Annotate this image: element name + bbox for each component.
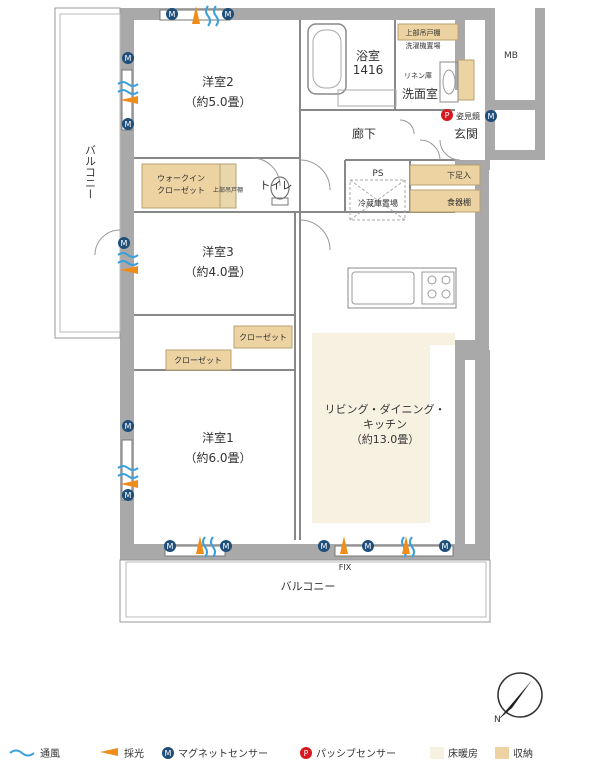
label-fix: FIX xyxy=(339,563,352,572)
room-ldk-name1: リビング・ダイニング・ xyxy=(325,402,446,416)
room-washroom: 洗面室 xyxy=(402,86,438,101)
svg-text:M: M xyxy=(125,54,132,63)
svg-text:M: M xyxy=(488,112,495,121)
svg-text:M: M xyxy=(442,542,449,551)
legend-magnet: マグネットセンサー xyxy=(178,747,268,760)
svg-text:M: M xyxy=(125,422,132,431)
svg-text:クローゼット: クローゼット xyxy=(174,355,222,365)
balcony-left-label: バルコニー xyxy=(84,145,97,200)
svg-text:下足入: 下足入 xyxy=(447,171,471,180)
label-mb: MB xyxy=(504,51,518,61)
legend-daylight: 採光 xyxy=(124,747,144,760)
svg-text:M: M xyxy=(125,491,132,500)
storage-blocks xyxy=(141,23,481,371)
svg-text:M: M xyxy=(169,10,176,19)
closet-lower xyxy=(165,349,232,371)
linen-storage xyxy=(397,23,459,41)
ventilation-marks xyxy=(117,5,415,558)
legend-storage: 収納 xyxy=(513,747,533,760)
kitchen-counter xyxy=(347,267,457,309)
doors xyxy=(94,119,461,256)
svg-text:M: M xyxy=(125,120,132,129)
bathtub xyxy=(307,23,397,107)
svg-text:クローゼット: クローゼット xyxy=(157,185,205,195)
room-bath-name: 浴室 xyxy=(356,48,380,63)
room-ldk-size: （約13.0畳） xyxy=(351,432,420,446)
balcony-bottom-label: バルコニー xyxy=(281,580,336,593)
room-western1-size: （約6.0畳） xyxy=(184,450,251,465)
svg-text:ウォークイン: ウォークイン xyxy=(157,174,205,183)
label-ps: PS xyxy=(372,169,383,179)
svg-text:N: N xyxy=(494,715,501,725)
room-labels: 洋室2 （約5.0畳） 洋室3 （約4.0畳） 洋室1 （約6.0畳） リビング… xyxy=(184,48,518,593)
legend-ventilation: 通風 xyxy=(40,748,60,760)
legend-passive: パッシブセンサー xyxy=(316,747,396,760)
fridge-space xyxy=(349,179,406,221)
room-western1-name: 洋室1 xyxy=(202,430,234,445)
svg-text:クローゼット: クローゼット xyxy=(239,332,287,342)
room-western3-name: 洋室3 xyxy=(202,244,234,259)
svg-text:リネン庫: リネン庫 xyxy=(404,71,432,80)
balcony-bottom-area xyxy=(119,559,491,623)
svg-text:姿見鏡: 姿見鏡 xyxy=(456,111,480,121)
daylight-marks xyxy=(120,6,410,554)
room-toilet: トイレ xyxy=(260,179,293,192)
svg-text:P: P xyxy=(445,111,450,120)
toilet-fixture xyxy=(270,176,290,206)
room-western2-name: 洋室2 xyxy=(202,74,234,89)
svg-text:P: P xyxy=(304,749,309,758)
svg-text:冷蔵庫置場: 冷蔵庫置場 xyxy=(358,198,398,208)
legend-floor-heating: 床暖房 xyxy=(448,747,478,760)
svg-text:M: M xyxy=(167,542,174,551)
svg-text:食器棚: 食器棚 xyxy=(447,197,471,207)
storage-labels: ウォークイン クローゼット クローゼット クローゼット 下足入 食器棚 上部吊戸… xyxy=(157,28,471,365)
svg-text:M: M xyxy=(165,749,172,758)
washbasin xyxy=(439,61,459,103)
legend: 通風 採光 M マグネットセンサー P パッシブセンサー 床暖房 収納 xyxy=(9,747,533,760)
room-ldk-name2: キッチン xyxy=(363,418,407,431)
room-western3-size: （約4.0畳） xyxy=(184,264,251,279)
room-western2-size: （約5.0畳） xyxy=(184,94,251,109)
closet-upper xyxy=(233,325,293,349)
room-corridor: 廊下 xyxy=(352,126,376,141)
svg-text:M: M xyxy=(223,542,230,551)
compass: N xyxy=(494,672,543,725)
svg-text:M: M xyxy=(365,542,372,551)
svg-text:洗濯機置場: 洗濯機置場 xyxy=(406,41,441,50)
svg-text:M: M xyxy=(321,542,328,551)
magnet-sensors: M M M M M M M M M M M M M xyxy=(118,8,497,552)
room-bath-size: 1416 xyxy=(353,63,384,77)
shoe-box xyxy=(409,164,481,186)
room-entrance: 玄関 xyxy=(454,126,478,141)
svg-text:M: M xyxy=(121,239,128,248)
passive-sensor: P 姿見鏡 xyxy=(441,109,480,121)
svg-text:上部吊戸棚: 上部吊戸棚 xyxy=(406,28,441,37)
svg-text:上部吊戸棚: 上部吊戸棚 xyxy=(213,186,243,194)
dish-cabinet xyxy=(409,189,481,213)
walkin-closet xyxy=(141,163,221,209)
floor-heating-area xyxy=(312,333,430,523)
svg-text:M: M xyxy=(225,10,232,19)
